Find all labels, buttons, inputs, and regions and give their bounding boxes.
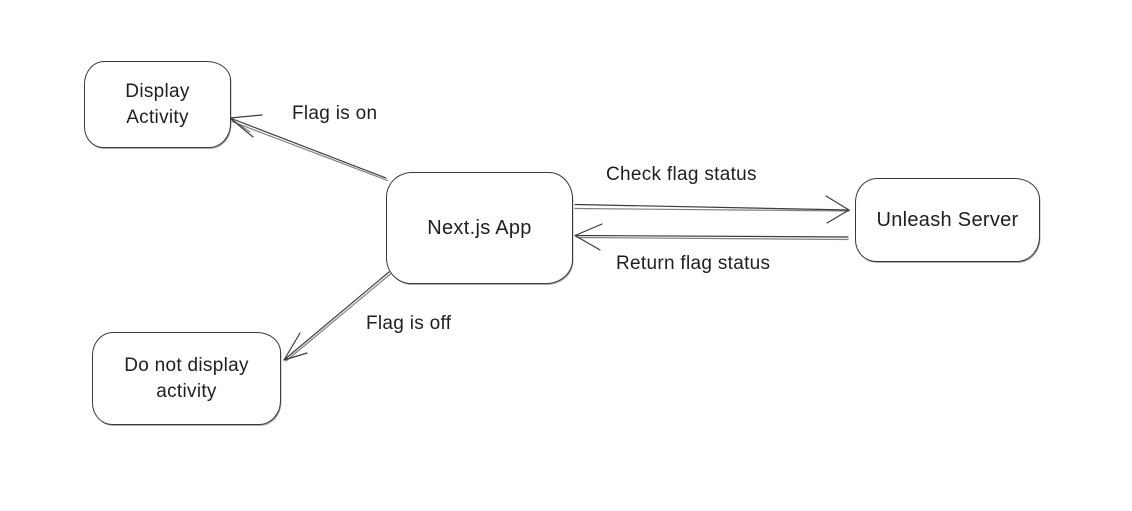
- node-do-not-display-activity: Do not display activity: [92, 332, 281, 425]
- node-display-activity-label: Display Activity: [125, 80, 190, 128]
- edge-label-flag-is-on: Flag is on: [292, 103, 378, 124]
- arrow-flag-is-off: [283, 271, 392, 362]
- edge-label-return-flag-status: Return flag status: [616, 253, 771, 274]
- arrow-check-flag-status: [574, 195, 850, 224]
- node-nextjs-app: Next.js App: [386, 172, 573, 284]
- node-nextjs-app-label: Next.js App: [427, 217, 532, 239]
- arrow-return-flag-status: [574, 223, 849, 251]
- arrow-flag-is-on: [229, 114, 389, 182]
- edge-label-check-flag-status: Check flag status: [606, 164, 757, 185]
- node-display-activity: Display Activity: [84, 61, 231, 148]
- node-unleash-server: Unleash Server: [855, 178, 1040, 262]
- node-unleash-server-label: Unleash Server: [876, 209, 1019, 231]
- node-do-not-display-activity-label: Do not display activity: [124, 354, 249, 402]
- edge-label-flag-is-off: Flag is off: [366, 313, 452, 334]
